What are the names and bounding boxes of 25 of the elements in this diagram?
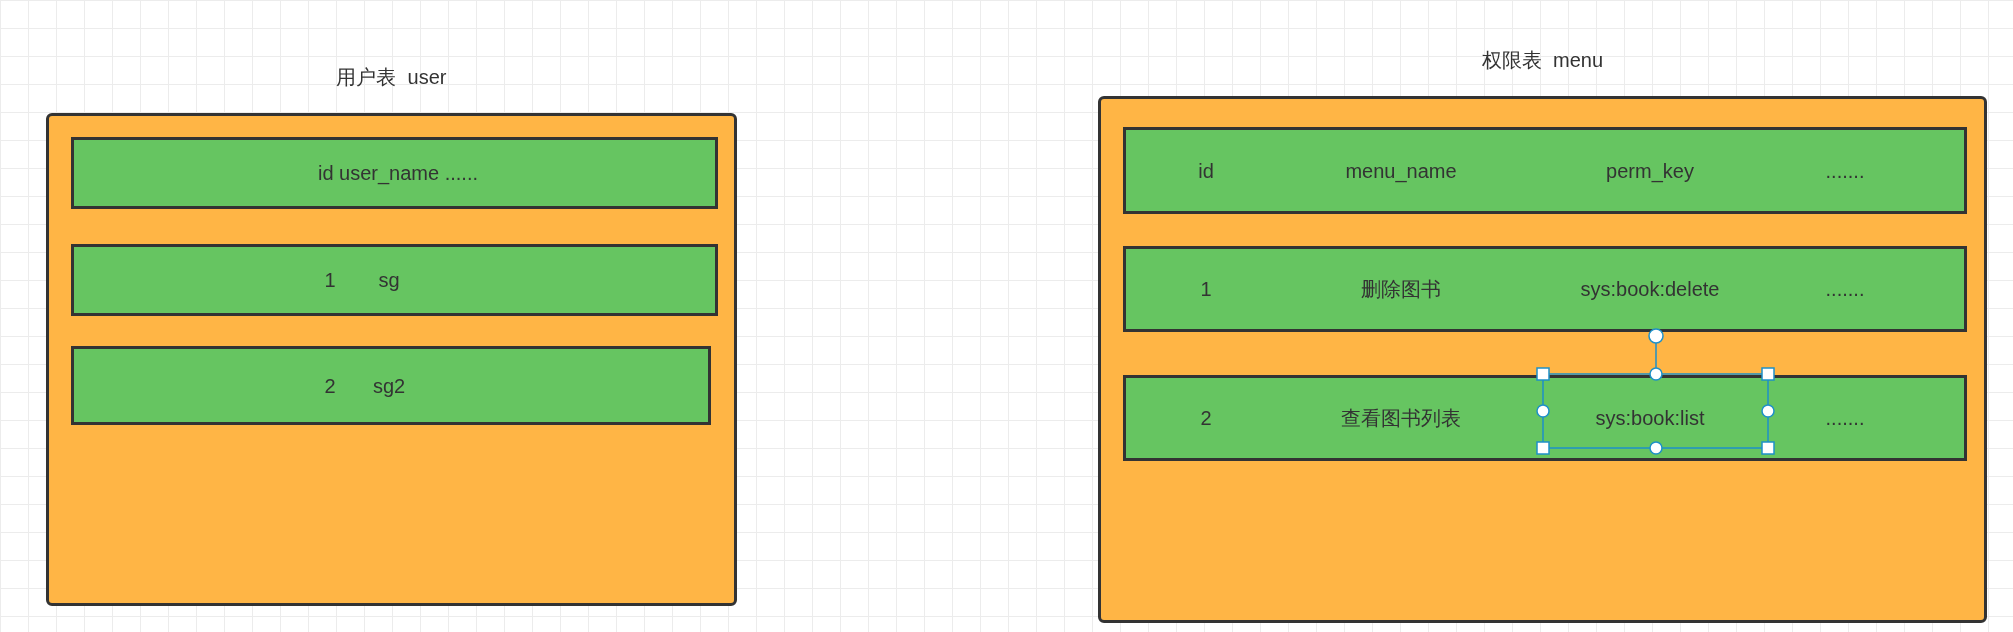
table-cell-text: id [1198, 158, 1214, 184]
table-cell-text: 2 [1200, 406, 1212, 431]
table-cell-text: menu_name [1345, 158, 1457, 185]
table-title: 用户表 user [335, 65, 448, 90]
table-cell-text: id user_name ...... [317, 161, 479, 187]
table-row [71, 137, 718, 209]
table-cell-text: 1 [324, 268, 336, 293]
table-cell-text: ....... [1825, 277, 1865, 302]
table-cell-text: sg2 [372, 373, 406, 399]
table-cell-text: 删除图书 [1361, 277, 1441, 302]
table-row [1123, 127, 1967, 214]
table-row [71, 244, 718, 316]
table-cell-text: perm_key [1606, 158, 1694, 185]
table-row [1123, 246, 1967, 332]
table-cell-text: 2 [324, 373, 336, 399]
table-title: 权限表 menu [1480, 48, 1605, 73]
table-row [1123, 375, 1967, 461]
table-cell-text: ....... [1825, 406, 1865, 431]
table-cell-text: sys:book:delete [1580, 277, 1720, 302]
table-cell-text: sg [378, 268, 400, 293]
table-cell-text: 查看图书列表 [1341, 406, 1461, 431]
table-cell-text: sys:book:list [1595, 406, 1705, 431]
table-row [71, 346, 711, 425]
table-cell-text: ....... [1825, 158, 1865, 184]
table-cell-text: 1 [1200, 277, 1212, 302]
